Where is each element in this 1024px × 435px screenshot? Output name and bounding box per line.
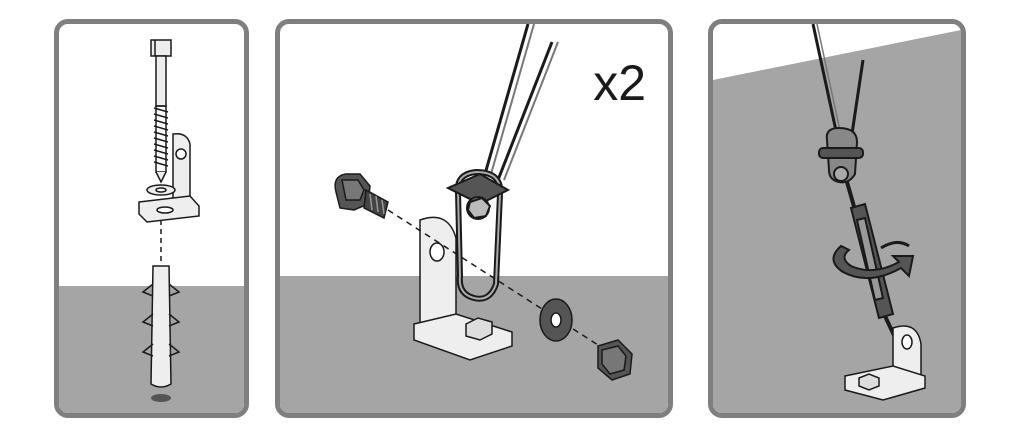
hex-bolt-icon	[858, 373, 880, 391]
ceiling-surface	[713, 24, 961, 80]
bracket-icon	[844, 325, 926, 401]
panel-step-2: x2	[275, 19, 673, 418]
bracket-icon	[138, 132, 200, 223]
rotate-arrow-icon	[832, 241, 915, 279]
panel-step-3	[708, 19, 966, 418]
step-2-illustration	[280, 24, 668, 413]
shackle-icon	[818, 126, 864, 184]
wall-surface	[713, 24, 961, 413]
guide-line	[387, 209, 613, 355]
cable-icon	[483, 24, 559, 181]
bracket-icon	[413, 216, 513, 361]
shackle-icon	[445, 168, 511, 302]
hex-bolt-icon	[465, 317, 493, 341]
washer-icon	[539, 298, 573, 342]
washer-icon	[146, 184, 176, 196]
step-1-illustration	[59, 39, 244, 413]
quantity-label: x2	[593, 55, 646, 111]
panel-step-1	[54, 19, 249, 418]
step-3-illustration	[713, 24, 961, 413]
hex-bolt-icon	[150, 39, 172, 184]
wall-anchor-icon	[141, 265, 181, 388]
cap-nut-icon	[597, 339, 633, 381]
drilled-hole	[151, 394, 171, 402]
hex-bolt-icon	[334, 173, 389, 220]
